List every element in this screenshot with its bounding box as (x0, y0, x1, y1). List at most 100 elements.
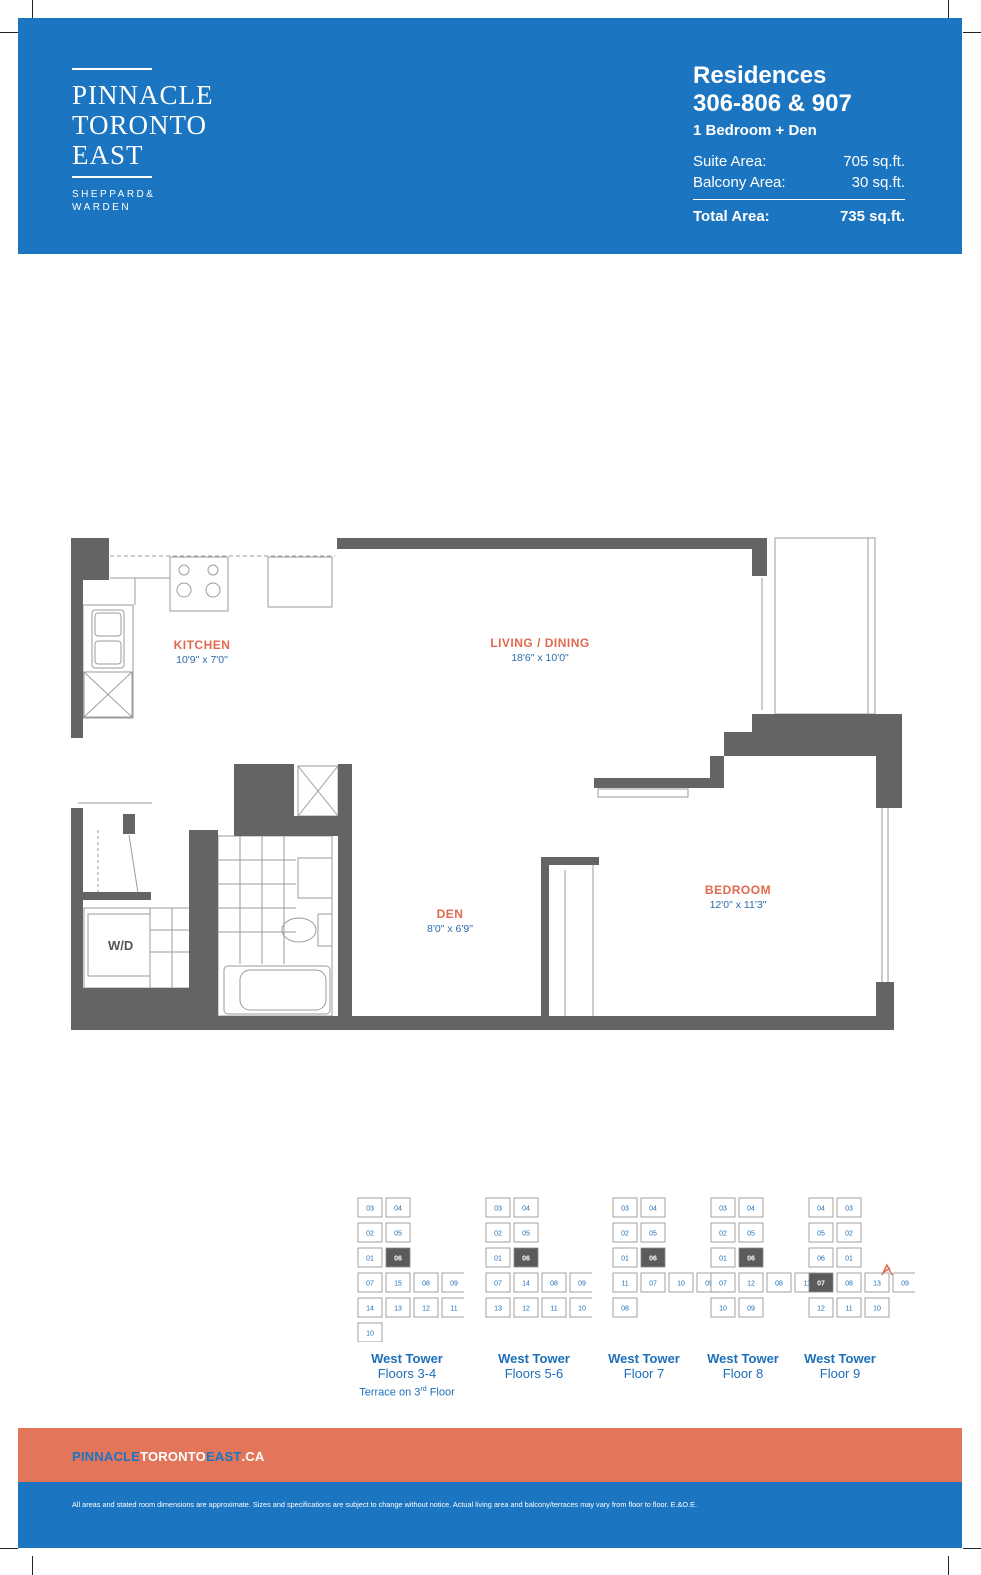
header-banner: PINNACLE TORONTO EAST SHEPPARD& WARDEN R… (18, 18, 962, 254)
room-name: DEN (436, 907, 464, 921)
key-plan-unit-number: 03 (366, 1206, 374, 1213)
key-plan-unit (441, 1297, 464, 1318)
key-plan-tower: West Tower (804, 1351, 876, 1366)
key-plan-unit (485, 1272, 511, 1293)
url-part: PINNACLE (72, 1449, 141, 1464)
crop-mark (0, 32, 18, 33)
key-plan-unit-number: 05 (817, 1231, 825, 1238)
key-plan-unit (357, 1247, 383, 1268)
wall (338, 764, 352, 1016)
terrace-text: Floor (426, 1386, 455, 1399)
key-plan-unit (864, 1272, 890, 1293)
room-label-bedroom: BEDROOM 12'0" x 11'3" (705, 883, 771, 911)
logo-line: TORONTO (72, 110, 208, 140)
total-area-row: Total Area: 735 sq.ft. (693, 199, 905, 227)
key-plan-unit-number: 10 (366, 1331, 374, 1338)
key-plan-unit-number: 05 (394, 1231, 402, 1238)
bathtub-basin (239, 969, 327, 1011)
key-plan-unit (738, 1247, 764, 1268)
key-plan-unit-number: 04 (649, 1206, 657, 1213)
key-plan-unit-number: 12 (422, 1306, 430, 1313)
key-plan-unit-number: 13 (873, 1281, 881, 1288)
room-dimensions: 8'0" x 6'9" (427, 923, 473, 935)
key-plan-unit (413, 1272, 439, 1293)
bedroom-closet-door (597, 788, 689, 798)
key-plan-unit-number: 08 (621, 1306, 629, 1313)
key-plan-unit (513, 1297, 539, 1318)
key-plan-unit-number: 05 (522, 1231, 530, 1238)
wall (71, 538, 109, 580)
key-plan-unit (738, 1272, 764, 1293)
key-plan-unit (738, 1197, 764, 1218)
key-plan-unit-number: 04 (394, 1206, 402, 1213)
key-plan-unit (640, 1272, 666, 1293)
key-plan-unit-number: 01 (366, 1256, 374, 1263)
key-plan-unit (513, 1272, 539, 1293)
washer-dryer-label: W/D (108, 938, 134, 953)
key-plan-terrace-note: Terrace on 3rd Floor (359, 1382, 455, 1401)
room-dimensions: 18'6" x 10'0" (511, 652, 569, 664)
key-plan-unit-number: 06 (522, 1256, 530, 1263)
key-plan-tower: West Tower (707, 1351, 779, 1366)
wall (189, 1016, 894, 1030)
key-plan-caption: West Tower Floors 3-4 Terrace on 3rd Flo… (359, 1351, 455, 1401)
key-plan-unit-number: 10 (719, 1306, 727, 1313)
suite-area-row: Suite Area: 705 sq.ft. (693, 151, 905, 172)
room-dimensions: 12'0" x 11'3" (709, 899, 767, 911)
wall (710, 756, 724, 788)
key-plan-unit (808, 1272, 834, 1293)
stove (169, 556, 229, 612)
key-plan-unit-number: 12 (747, 1281, 755, 1288)
key-plan-unit-number: 09 (901, 1281, 909, 1288)
wall (234, 816, 342, 836)
key-plan-unit-number: 10 (677, 1281, 685, 1288)
key-plan-unit (612, 1297, 638, 1318)
key-plan-unit-number: 06 (747, 1256, 755, 1263)
key-plan-unit (541, 1272, 567, 1293)
key-plan-unit-number: 12 (817, 1306, 825, 1313)
wall (752, 538, 767, 576)
key-plan-unit (485, 1197, 511, 1218)
key-plan-unit-number: 01 (845, 1256, 853, 1263)
burner (205, 582, 221, 598)
key-plan-unit-number: 07 (719, 1281, 727, 1288)
bathtub (223, 965, 331, 1015)
toilet (281, 917, 317, 943)
key-plan-unit (357, 1322, 383, 1342)
toilet-tank (317, 913, 333, 947)
key-plan-unit (738, 1222, 764, 1243)
key-plan-unit-number: 07 (817, 1281, 825, 1288)
wall (189, 830, 218, 1030)
key-plan-unit-number: 05 (747, 1231, 755, 1238)
key-plan-unit (385, 1247, 411, 1268)
total-area-label: Total Area: (693, 208, 770, 225)
url-part: TORONTO (140, 1449, 206, 1464)
key-plan-unit (808, 1297, 834, 1318)
key-plan-unit (357, 1297, 383, 1318)
door-swing (128, 834, 139, 894)
crop-mark (32, 0, 33, 18)
key-plan-unit (612, 1272, 638, 1293)
wall (724, 732, 902, 756)
terrace-text: Terrace on 3 (359, 1386, 421, 1399)
burner (178, 564, 190, 576)
key-plan-floors: Floors 3-4 (377, 1366, 437, 1381)
crop-mark (32, 1556, 33, 1575)
key-plan-unit-number: 02 (494, 1231, 502, 1238)
key-plan-unit (357, 1222, 383, 1243)
key-plan-tower: West Tower (371, 1351, 443, 1366)
key-plan-unit-number: 04 (817, 1206, 825, 1213)
sink-basin (94, 640, 122, 665)
total-area-value: 735 sq.ft. (839, 208, 905, 225)
key-plan-unit (485, 1247, 511, 1268)
terrace-sup: rd (420, 1386, 427, 1393)
key-plan-unit (640, 1197, 666, 1218)
website-link[interactable]: PINNACLETORONTOEAST.CA (72, 1449, 264, 1464)
key-plan-unit-number: 13 (394, 1306, 402, 1313)
key-plan-floors: Floor 8 (722, 1366, 764, 1381)
logo-sub-line: SHEPPARD& (72, 189, 156, 200)
wall (752, 714, 902, 732)
key-plan-unit (808, 1197, 834, 1218)
